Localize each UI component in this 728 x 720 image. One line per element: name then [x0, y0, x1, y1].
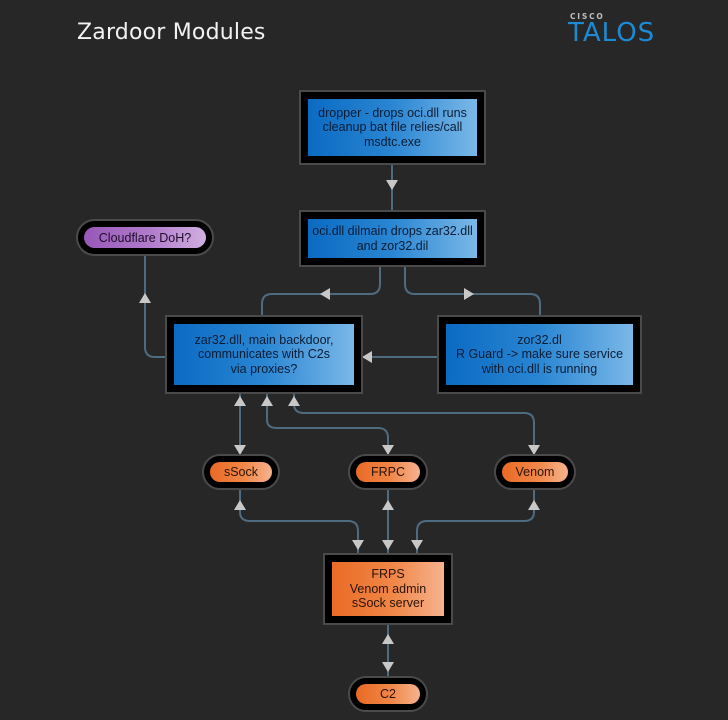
arrowhead-ssock-out [234, 500, 246, 510]
node-dropper-line: cleanup bat file relies/call [322, 120, 463, 135]
node-cloudflare-label: Cloudflare DoH? [84, 227, 206, 248]
arrowhead-cloudflare [139, 293, 151, 303]
node-frpc-label: FRPC [356, 462, 420, 482]
arrowhead-oci-in [386, 180, 398, 190]
arrowhead-frps-a [352, 540, 364, 550]
arrowhead-frps-up [382, 634, 394, 644]
node-zor32-line: zor32.dl [517, 332, 562, 347]
cisco-talos-logo: CISCO TALOS [568, 12, 656, 48]
arrowhead-zar32-a [234, 396, 246, 406]
node-venom-label: Venom [502, 462, 568, 482]
node-c2-label: C2 [356, 684, 420, 704]
node-zar32-line: zar32.dll, main backdoor, [194, 332, 334, 347]
edge-oci-zar32 [261, 266, 381, 318]
node-cloudflare-doh: Cloudflare DoH? [76, 219, 214, 256]
node-ssock: sSock [202, 454, 280, 490]
arrowhead-frps-b [382, 540, 394, 550]
node-zar32-line: via proxies? [230, 361, 298, 376]
node-zar32-dll: zar32.dll, main backdoor, communicates w… [165, 315, 363, 394]
arrowhead-venom-in [528, 445, 540, 455]
arrowhead-c2-in [382, 662, 394, 672]
edge-ssock-frps [239, 488, 359, 554]
arrowhead-zar32-c [288, 396, 300, 406]
arrowhead-frps-c [411, 540, 423, 550]
logo-cisco-text: CISCO [570, 12, 605, 21]
edge-venom-frps [416, 488, 535, 554]
edge-zar32-venom [293, 393, 535, 457]
node-zor32-dll: zor32.dl R Guard -> make sure service wi… [437, 315, 642, 394]
node-frps-line: Venom admin [349, 581, 427, 596]
node-c2: C2 [348, 676, 428, 712]
arrowhead-frpc-out [382, 500, 394, 510]
node-frps-line: FRPS [371, 567, 405, 582]
node-zor32-line: with oci.dll is running [481, 361, 598, 376]
arrowhead-zar32-b [261, 396, 273, 406]
node-zar32-line: communicates with C2s [198, 347, 330, 362]
node-dropper-line: dropper - drops oci.dll runs [318, 105, 467, 120]
arrowhead-venom-out [528, 500, 540, 510]
node-dropper-line: msdtc.exe [364, 134, 421, 149]
node-frpc: FRPC [348, 454, 428, 490]
arrowhead-ssock-in [234, 445, 246, 455]
arrowhead-right-zor32 [464, 288, 474, 300]
edge-oci-zor32 [404, 266, 541, 318]
edge-zar32-cloudflare [144, 252, 166, 358]
diagram-title: Zardoor Modules [77, 20, 266, 45]
node-venom: Venom [494, 454, 576, 490]
arrowhead-frpc-in [382, 445, 394, 455]
arrowhead-zor32-zar32 [362, 351, 372, 363]
node-frps: FRPS Venom admin sSock server [323, 553, 453, 625]
node-ssock-label: sSock [210, 462, 272, 482]
edge-zar32-frpc [266, 393, 389, 457]
node-frps-line: sSock server [351, 596, 425, 611]
arrowhead-left-zar32 [320, 288, 330, 300]
node-dropper: dropper - drops oci.dll runs cleanup bat… [299, 90, 486, 165]
node-oci-line: oci.dll dilmain drops zar32.dll [312, 224, 473, 238]
node-zor32-line: R Guard -> make sure service [455, 347, 624, 362]
node-oci-dll: oci.dll dilmain drops zar32.dll and zor3… [299, 210, 486, 267]
logo-talos-text: TALOS [568, 18, 656, 48]
node-oci-line: and zor32.dil [356, 238, 429, 253]
